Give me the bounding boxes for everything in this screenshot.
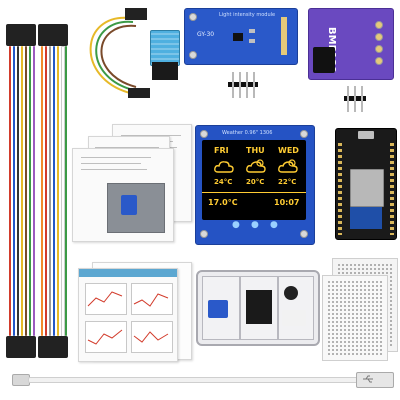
oled-display-module: Weather 0.96" 1306 FRI THU WED 24°C 20°C… xyxy=(195,125,315,245)
oled-dots: ● ● ● xyxy=(232,220,282,230)
box-board xyxy=(246,290,272,324)
usb-cable xyxy=(10,372,395,388)
manual-page-front xyxy=(72,148,174,242)
oled-day-3: WED xyxy=(278,146,299,155)
esp-module-board xyxy=(335,128,397,240)
connector-bottom xyxy=(6,336,36,358)
tutorial-chart-3 xyxy=(85,321,127,353)
usb-a-plug xyxy=(356,372,394,388)
box-buzzer xyxy=(284,286,298,300)
light-sensor-model: GY-30 xyxy=(197,31,215,38)
pin-header-1 xyxy=(228,72,258,98)
light-sensor-board: Light intensity module GY-30 xyxy=(184,8,298,65)
component-storage-box xyxy=(196,270,320,346)
tutorial-chart-2 xyxy=(131,283,173,315)
oled-temp-2: 20°C xyxy=(246,178,265,186)
oled-temp-1: 24°C xyxy=(214,178,233,186)
pressure-sensor-board: BMP180 xyxy=(308,8,394,80)
dht11-board xyxy=(152,62,178,80)
breadboard-front xyxy=(322,275,388,361)
oled-day-1: FRI xyxy=(214,146,229,155)
usb-icon xyxy=(363,375,373,383)
pressure-sensor-chip xyxy=(313,47,335,73)
light-sensor-label: Light intensity module xyxy=(219,12,276,18)
esp-chip xyxy=(350,169,384,207)
sun-cloud-icon-2 xyxy=(278,159,298,173)
usb-port xyxy=(358,131,374,139)
usb-cable-wire xyxy=(28,377,360,383)
sun-cloud-icon xyxy=(246,159,266,173)
oled-bottom-left: 17.0°C xyxy=(208,198,238,207)
oled-temp-3: 22°C xyxy=(278,178,297,186)
pin-header-2 xyxy=(344,86,366,112)
oled-day-2: THU xyxy=(246,146,265,155)
jumper-wire-bundle-left xyxy=(6,24,36,359)
light-sensor-chip xyxy=(233,33,243,41)
dht11-sensor xyxy=(150,30,180,66)
oled-header: Weather 0.96" 1306 xyxy=(222,130,273,136)
tutorial-chart-1 xyxy=(85,283,127,315)
connector-top xyxy=(6,24,36,46)
tutorial-sheet-front xyxy=(78,268,178,362)
jumper-wire-bundle-right xyxy=(38,24,68,359)
tutorial-chart-4 xyxy=(131,321,173,353)
oled-bottom-right: 10:07 xyxy=(274,198,300,207)
cloud-icon xyxy=(214,161,234,173)
box-servo xyxy=(208,300,228,318)
dht11-cable-head xyxy=(125,8,147,20)
sensor-cable-loop xyxy=(89,16,137,94)
oled-screen: FRI THU WED 24°C 20°C 22°C 17.0°C 10:07 xyxy=(202,140,306,220)
dht11-cable-plug xyxy=(128,88,150,98)
